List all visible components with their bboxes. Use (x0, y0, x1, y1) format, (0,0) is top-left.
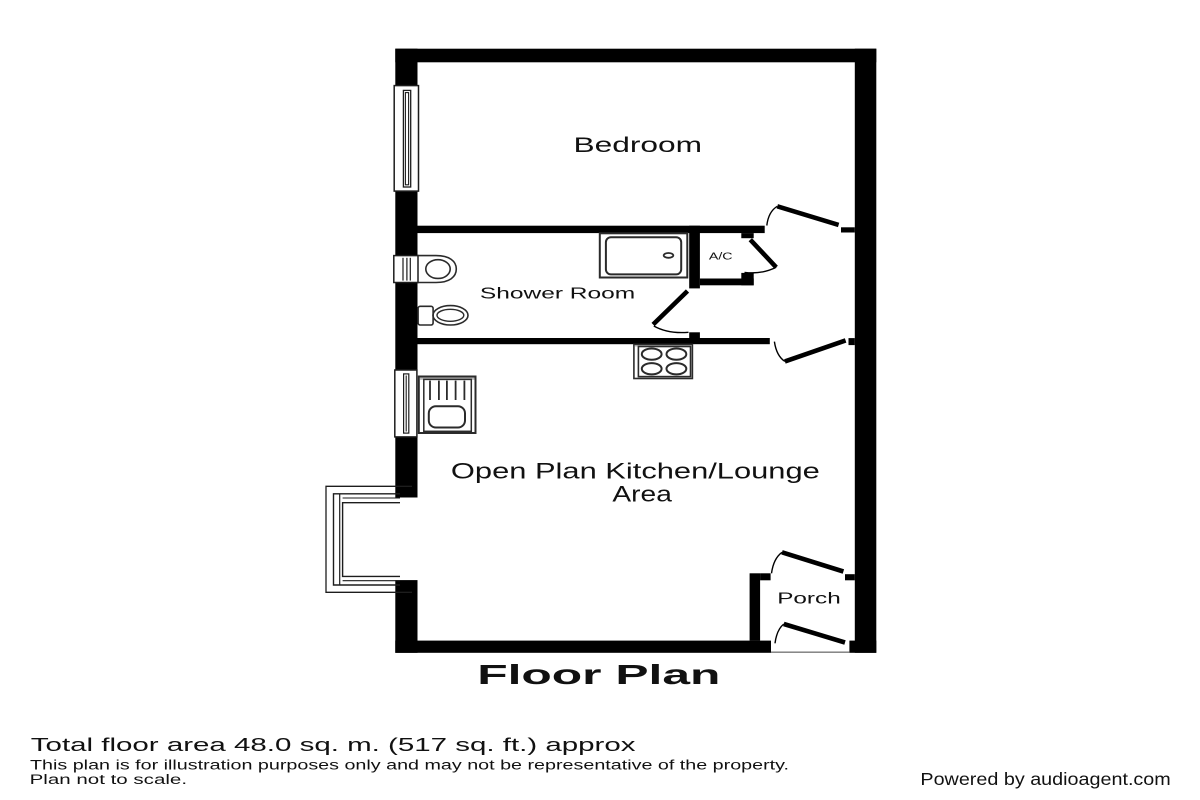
svg-text:This plan is for illustration: This plan is for illustration purposes o… (30, 757, 789, 773)
svg-text:Floor Plan: Floor Plan (477, 658, 720, 690)
svg-text:Bedroom: Bedroom (574, 133, 703, 156)
svg-text:Area: Area (612, 483, 673, 507)
svg-text:Shower Room: Shower Room (480, 284, 635, 302)
svg-text:Open Plan Kitchen/Lounge: Open Plan Kitchen/Lounge (451, 459, 820, 484)
svg-text:Plan not to scale.: Plan not to scale. (30, 771, 187, 787)
svg-text:Porch: Porch (777, 590, 841, 608)
svg-text:Total floor area 48.0 sq. m. (: Total floor area 48.0 sq. m. (517 sq. ft… (31, 736, 636, 756)
svg-text:A/C: A/C (709, 251, 733, 262)
svg-text:Powered by audioagent.com: Powered by audioagent.com (920, 770, 1170, 790)
